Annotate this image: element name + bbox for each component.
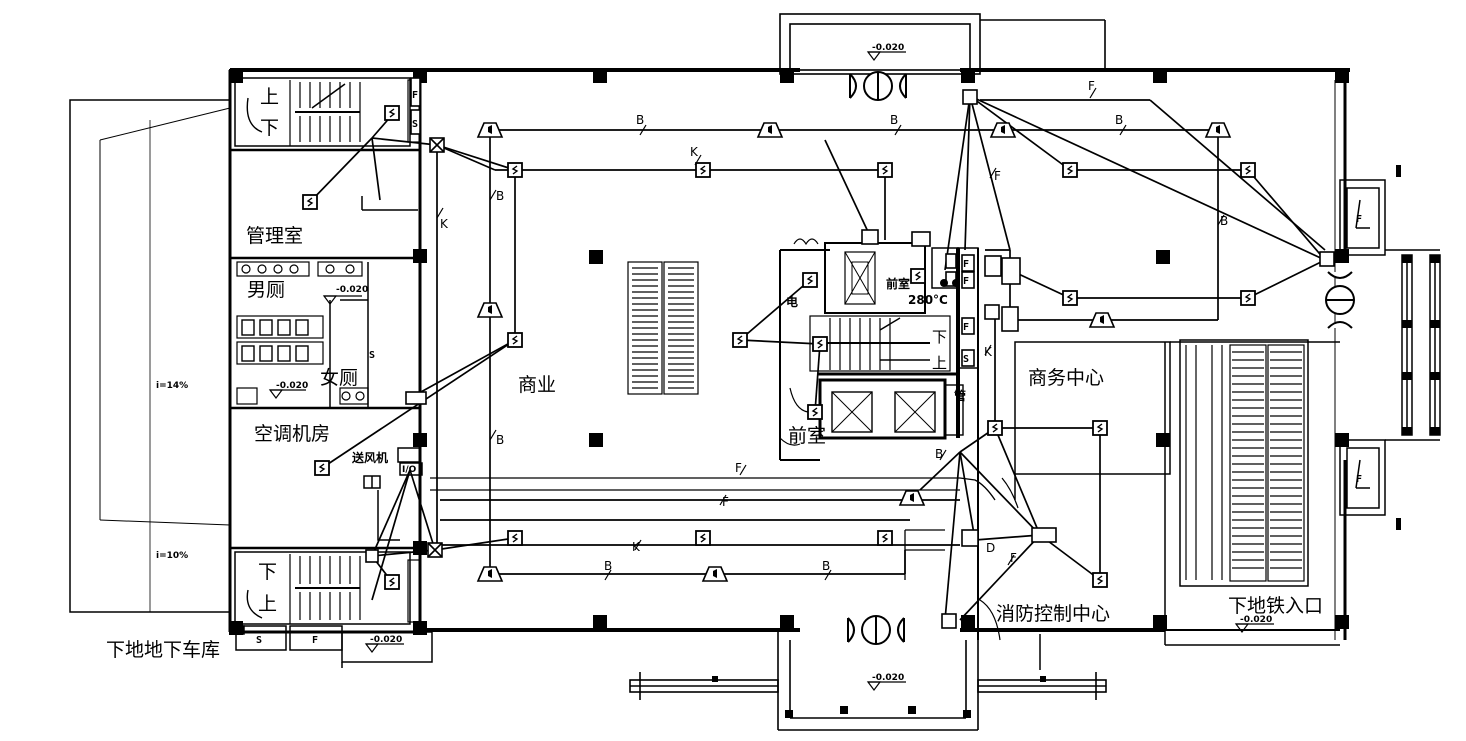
level-metro: -0.020 — [1240, 615, 1272, 625]
room-fire-control: 消防控制中心 — [996, 603, 1110, 625]
fire-box-symbol: F — [963, 276, 969, 287]
room-metro-entrance: 下地铁入口 — [1228, 595, 1323, 617]
revolving-door-bottom — [847, 615, 905, 645]
smoke-shaft-symbol: S — [963, 354, 969, 365]
slope-upper: i=14% — [156, 381, 188, 391]
room-management: 管理室 — [246, 225, 303, 247]
wire-label-k: K — [690, 145, 699, 159]
structural-columns — [229, 69, 1349, 635]
io-module-label: I/O — [402, 465, 417, 475]
fire-box-symbol: F — [1356, 474, 1362, 485]
level-bottom: -0.020 — [872, 673, 904, 683]
bottom-vestibule-columns — [712, 676, 1046, 718]
label-elec-shaft: 电 — [786, 294, 798, 309]
room-mens-toilet: 男厕 — [247, 279, 285, 301]
stair-down-core: 下 — [932, 328, 947, 346]
fire-control-walls — [979, 599, 1041, 670]
revolving-door-right — [1325, 271, 1355, 329]
smoke-shaft-symbol: S — [256, 635, 262, 646]
room-business-center: 商务中心 — [1028, 367, 1104, 389]
core-stair — [809, 315, 951, 372]
smoke-shaft-symbol: S — [412, 119, 418, 130]
business-center-walls — [1001, 341, 1340, 646]
wire-label-b: B — [1220, 214, 1228, 228]
stair-up-bottom: 上 — [258, 593, 277, 615]
wire-label-f: F — [722, 495, 729, 509]
right-annex — [1339, 179, 1441, 516]
level-markers — [268, 51, 1274, 691]
junction-modules — [365, 89, 1335, 629]
wire-label-b: B — [496, 189, 504, 203]
stair-bottom-left — [234, 551, 421, 625]
room-labels: 管理室 男厕 女厕 空调机房 送风机 商业 前室 280°C 前室 商务中心 消… — [106, 225, 1323, 661]
fire-box-symbol: F — [963, 322, 969, 333]
smoke-shaft-symbol: S — [369, 350, 375, 361]
wire-label-b: B — [496, 433, 504, 447]
escalator-metro — [1179, 339, 1309, 587]
left-partitions — [230, 148, 420, 550]
device-letters: F F F S F S S F F F S I/O — [256, 90, 1362, 646]
room-front-bottom: 前室 — [788, 425, 826, 447]
wire-label-f: F — [735, 461, 742, 475]
wire-label-b: B — [604, 559, 612, 573]
wire-label-k: K — [632, 540, 641, 554]
room-garage: 下地地下车库 — [106, 639, 220, 661]
stair-down-top: 下 — [260, 117, 279, 139]
wire-labels: B B B K B K B B F F F F K B B B K F D — [440, 79, 1228, 573]
level-top: -0.020 — [872, 43, 904, 53]
wire-label-f: F — [1010, 551, 1017, 565]
corridor-lines — [430, 477, 996, 580]
top-vestibule — [779, 13, 1106, 75]
wiring — [309, 95, 1326, 621]
wire-label-d: D — [986, 541, 995, 555]
stair-labels: 上 下 下 上 下 上 — [258, 86, 947, 615]
room-womens-toilet: 女厕 — [320, 367, 358, 389]
revolving-door-top — [849, 71, 907, 101]
stair-up-top: 上 — [260, 86, 279, 108]
wire-label-b: B — [822, 559, 830, 573]
room-front-top: 前室 — [886, 276, 910, 291]
slope-lower: i=10% — [156, 551, 188, 561]
level-bottom-left: -0.020 — [370, 635, 402, 645]
wire-label-b: B — [1115, 113, 1123, 127]
toilet-fixtures — [236, 261, 369, 405]
room-commercial: 商业 — [518, 374, 556, 396]
bottom-left-shafts — [235, 625, 433, 668]
wire-label-k: K — [440, 217, 449, 231]
shaft-symbols — [410, 77, 975, 367]
fire-box-symbol: F — [1356, 214, 1362, 225]
wire-ticks — [436, 87, 1225, 581]
level-womens: -0.020 — [276, 381, 308, 391]
fire-box-symbol: F — [312, 635, 318, 646]
wire-label-f: F — [994, 169, 1001, 183]
escalator-center — [627, 261, 699, 395]
exterior-walls — [228, 68, 1350, 640]
level-texts: -0.020 -0.020 -0.020 -0.020 -0.020 -0.02… — [156, 43, 1272, 683]
fire-box-symbol: F — [412, 90, 418, 101]
garage-ramp — [69, 99, 231, 613]
bottom-vestibule — [629, 630, 1107, 731]
wire-label-b: B — [935, 447, 943, 461]
wire-label-f: F — [1088, 79, 1095, 93]
room-supply-fan: 送风机 — [351, 450, 388, 465]
fire-box-symbol: F — [963, 259, 969, 270]
wire-label-k: K — [984, 345, 993, 359]
stair-down-bottom: 下 — [258, 561, 277, 583]
supply-fan-unit — [363, 447, 423, 541]
right-annex-marks — [1396, 165, 1440, 530]
stair-up-core: 上 — [932, 354, 947, 372]
wire-label-b: B — [890, 113, 898, 127]
level-mens: -0.020 — [336, 285, 368, 295]
core-shaft-column — [931, 247, 979, 369]
temperature-label: 280°C — [908, 293, 948, 307]
speakers — [477, 122, 1231, 582]
room-ac: 空调机房 — [254, 423, 330, 445]
label-pipe-shaft: 管 — [954, 388, 966, 403]
wire-label-b: B — [636, 113, 644, 127]
